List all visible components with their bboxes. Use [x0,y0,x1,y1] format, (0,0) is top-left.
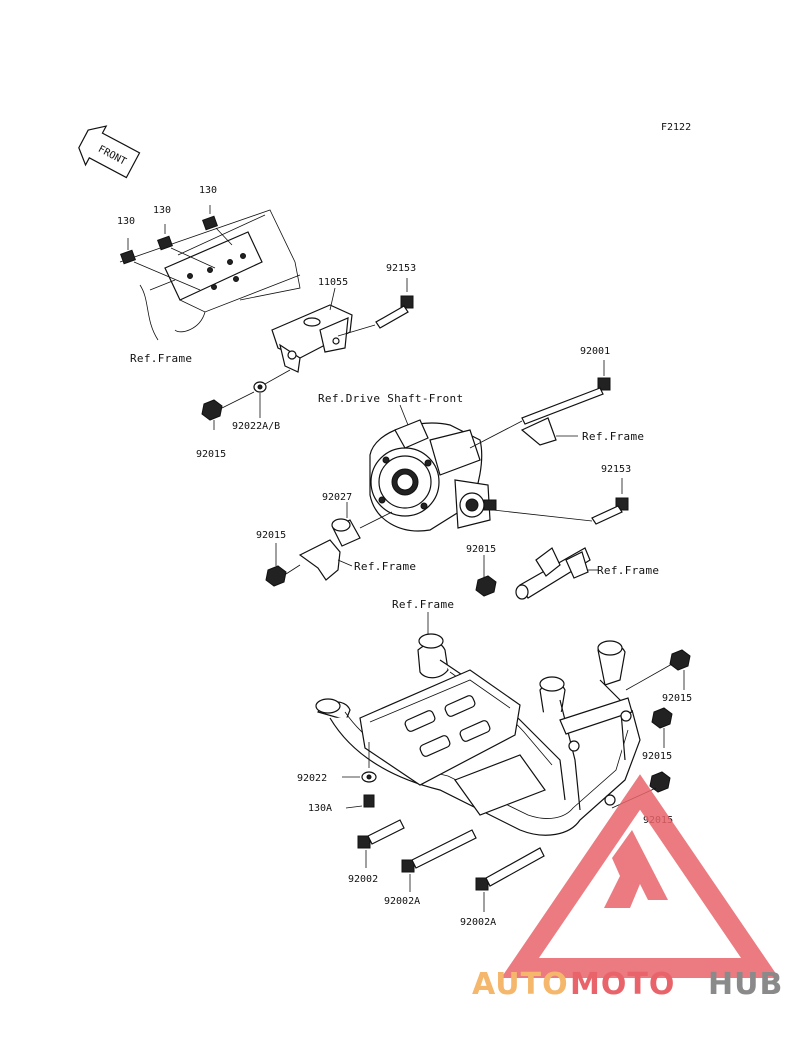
bolt-130-right [202,205,233,246]
bolt-92153-top [337,278,414,337]
bracket-11055 [271,287,353,373]
label-nut-92015-c: 92015 [466,544,496,555]
label-ref-drive-shaft: Ref.Drive Shaft-Front [318,392,463,405]
watermark-moto: MOTO [570,967,675,1002]
bracket-right-mid [515,547,598,600]
watermark-logo [501,774,779,978]
label-washer-92022: 92022 [297,773,327,784]
nut-92015-d [625,649,691,691]
label-bolt-92001: 92001 [580,346,610,357]
label-bolt-92002a-1: 92002A [384,896,420,907]
bolt-130-mid [157,224,216,269]
watermark-text: AUTO MOTO HUB [472,967,783,1002]
label-washer-92022ab: 92022A/B [232,421,280,432]
label-bolt-130a: 130A [308,803,332,814]
label-bolt-92153-top: 92153 [386,263,416,274]
collar-92027 [331,502,393,547]
label-nut-92015-d: 92015 [662,693,692,704]
label-ref-frame-top: Ref.Frame [130,352,192,365]
label-ref-frame-right1: Ref.Frame [582,430,644,443]
label-bolt-130-a: 130 [117,216,135,227]
frame-plate-top [119,209,301,341]
bolt-92002a-1 [401,829,477,892]
bolt-92001 [469,360,611,449]
label-ref-frame-lower: Ref.Frame [392,598,454,611]
label-bolt-92002: 92002 [348,874,378,885]
label-bracket-11055: 11055 [318,277,348,288]
bolt-92153-mid [492,478,629,525]
washer-92022 [342,742,377,783]
label-ref-frame-left: Ref.Frame [354,560,416,573]
label-ref-frame-right2: Ref.Frame [597,564,659,577]
nut-92015-b [265,543,301,587]
bolt-130-left [120,238,201,291]
nut-92015-e [651,707,673,748]
lower-frame [315,612,641,836]
front-arrow-icon: FRONT [78,125,141,179]
label-nut-92015-a: 92015 [196,449,226,460]
label-collar-92027: 92027 [322,492,352,503]
label-nut-92015-e: 92015 [642,751,672,762]
washer-92022ab [253,369,291,418]
watermark-auto: AUTO [472,967,569,1002]
watermark-hub: HUB [708,967,783,1002]
label-bolt-92002a-2: 92002A [460,917,496,928]
nut-92015-a [201,391,255,430]
bolt-92002 [357,819,405,868]
label-bolt-92153-mid: 92153 [601,464,631,475]
gear-case [369,404,497,532]
label-bolt-130-c: 130 [199,185,217,196]
bolt-92002a-2 [475,847,545,912]
nut-92015-c [475,555,497,597]
bracket-left-mid [298,539,353,581]
figure-code: F2122 [661,122,691,133]
bolt-130a [345,794,375,809]
label-bolt-130-b: 130 [153,205,171,216]
label-nut-92015-b: 92015 [256,530,286,541]
